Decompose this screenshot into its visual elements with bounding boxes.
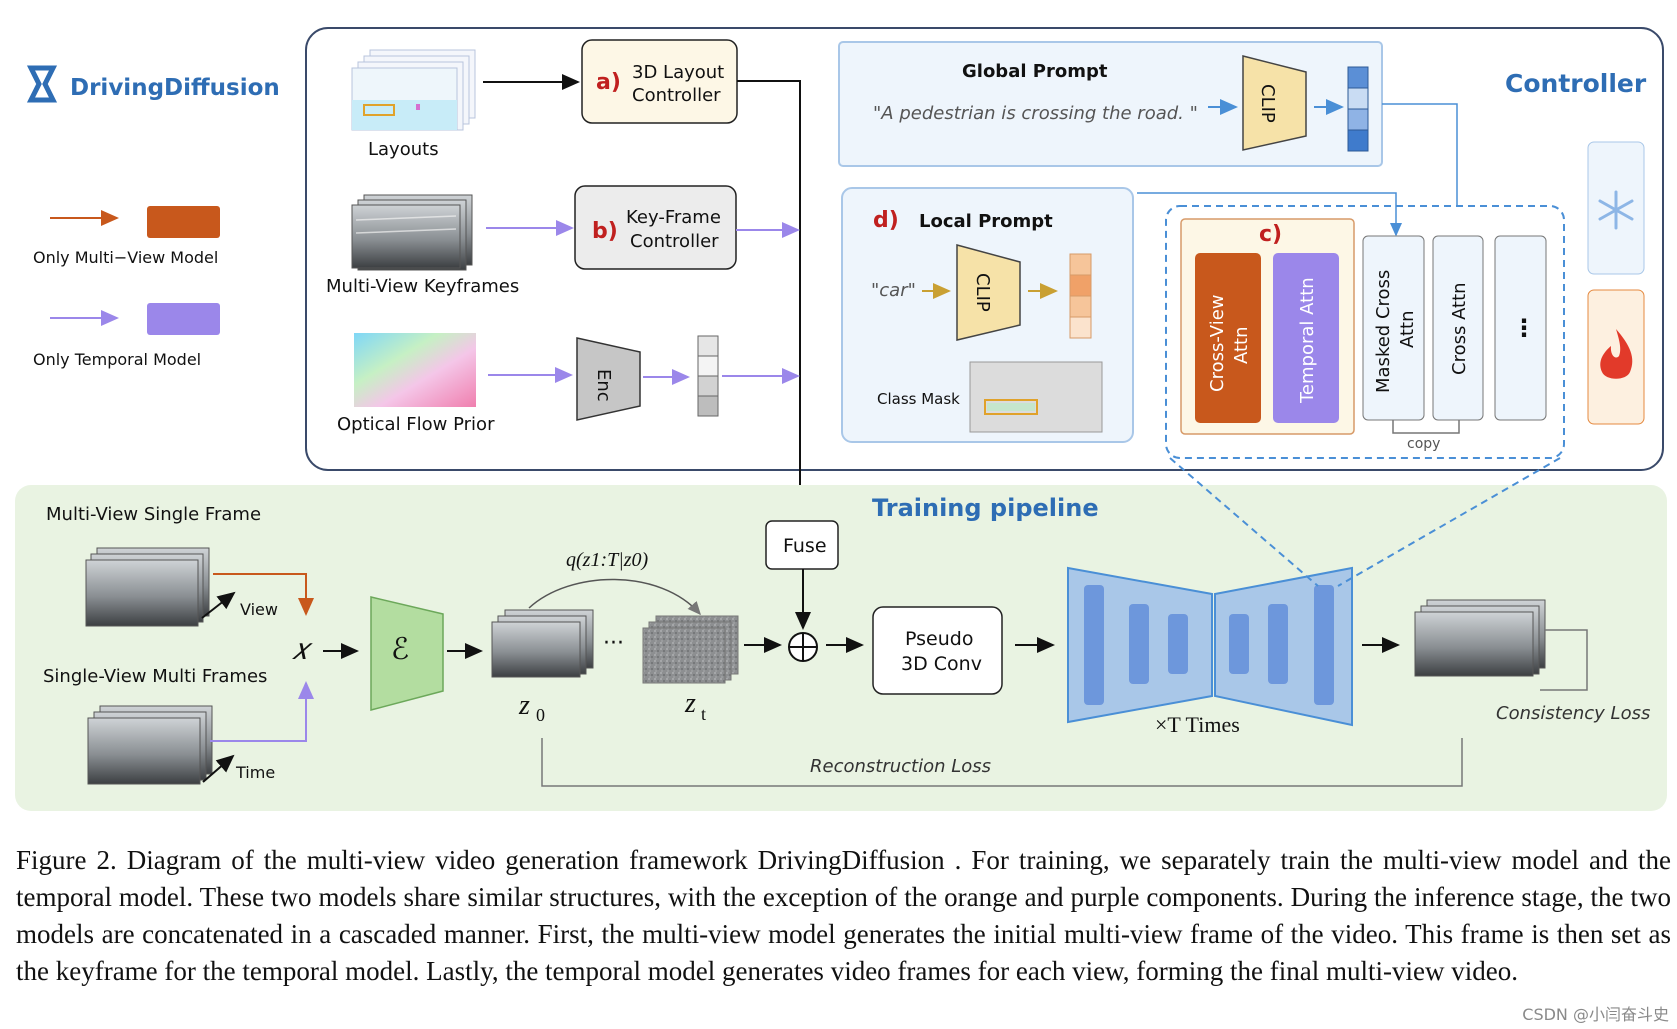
training-panel (15, 485, 1667, 811)
view-label: View (240, 600, 278, 619)
snowflake-icon (1598, 190, 1634, 230)
global-prompt-title: Global Prompt (962, 61, 1108, 82)
keyframes-image-stack (351, 194, 473, 271)
masked-cross-attn-line2: Attn (1397, 310, 1418, 348)
sv-multi-frames-label: Single-View Multi Frames (43, 666, 267, 687)
multi-view-legend-label: Only Multi−View Model (33, 248, 218, 267)
more-layers-block (1494, 235, 1547, 421)
logo-mark-icon (26, 65, 58, 103)
layouts-image-stack (351, 49, 476, 131)
zt-symbol: z (684, 688, 696, 719)
cross-attn-block (1432, 235, 1484, 421)
label-b: b) (592, 219, 618, 244)
layout-controller-line1: 3D Layout (632, 62, 724, 83)
keyframe-controller-line1: Key-Frame (626, 207, 721, 228)
sum-circle-icon (788, 632, 818, 662)
local-token-stack (1069, 253, 1092, 339)
brand-name: DrivingDiffusion (70, 75, 280, 101)
ellipsis: ··· (603, 631, 624, 656)
multi-view-swatch (147, 206, 220, 238)
fuse-label: Fuse (783, 535, 827, 557)
encoder-enc-block (576, 337, 641, 421)
global-prompt-text: "A pedestrian is crossing the road. " (873, 103, 1198, 124)
global-clip-label: CLIP (1257, 84, 1278, 123)
temporal-legend-label: Only Temporal Model (33, 350, 201, 369)
temporal-attn-block (1273, 253, 1339, 423)
masked-cross-attn-line1: Masked Cross (1373, 270, 1394, 393)
keyframe-controller-line2: Controller (630, 231, 719, 252)
global-token-stack (1347, 66, 1369, 152)
controller-title: Controller (1505, 69, 1647, 98)
local-prompt-text: "car" (871, 280, 916, 301)
global-clip-block (1242, 55, 1307, 151)
consistency-loss-label: Consistency Loss (1496, 703, 1650, 724)
temporal-swatch (147, 303, 220, 335)
trainable-indicator (1587, 289, 1645, 425)
mv-single-frame-stack (85, 547, 210, 627)
label-d: d) (873, 208, 899, 233)
framework-diagram: DrivingDiffusion Only Multi−View Model O… (15, 27, 1667, 811)
fire-icon (1600, 329, 1633, 379)
cross-attn-label: Cross Attn (1449, 282, 1470, 375)
zt-noise-stack (642, 615, 739, 684)
keyframes-label: Multi-View Keyframes (326, 276, 519, 297)
sv-multi-frames-stack (87, 705, 213, 785)
output-frames-stack (1414, 599, 1546, 677)
local-clip-label: CLIP (972, 273, 993, 312)
label-a: a) (596, 70, 621, 95)
enc-label: Enc (593, 369, 614, 402)
zt-subscript: t (701, 704, 706, 724)
optical-flow-label: Optical Flow Prior (337, 414, 495, 435)
unet-repeat-label: ×T Times (1155, 712, 1240, 737)
layout-controller-line2: Controller (632, 85, 721, 106)
cross-view-attn-line2: Attn (1231, 326, 1252, 364)
figure-caption: Figure 2. Diagram of the multi-view vide… (16, 845, 1671, 986)
reconstruction-loss-label: Reconstruction Loss (810, 756, 991, 777)
cross-view-attn-line1: Cross-View (1207, 295, 1228, 393)
keyframe-controller-box (574, 185, 737, 270)
z0-symbol: z (518, 690, 530, 721)
brand-logo: DrivingDiffusion (26, 65, 280, 103)
z0-image-stack (491, 609, 594, 678)
class-mask-label: Class Mask (877, 390, 960, 408)
mv-single-frame-label: Multi-View Single Frame (46, 504, 261, 525)
vae-encoder-block (370, 596, 444, 711)
local-clip-block (956, 244, 1021, 341)
x-input-symbol: 𝑥 (292, 633, 313, 666)
encoder-symbol: ℰ (391, 633, 409, 666)
label-c: c) (1259, 222, 1282, 247)
flow-token-stack (697, 335, 719, 417)
pseudo-3d-conv-box (872, 606, 1003, 695)
more-layers-dots: ⋮ (1512, 314, 1536, 342)
z0-subscript: 0 (536, 705, 545, 725)
training-title: Training pipeline (872, 494, 1099, 522)
layouts-label: Layouts (368, 139, 439, 160)
temporal-attn-label: Temporal Attn (1297, 277, 1318, 404)
optical-flow-image (354, 333, 476, 407)
time-label: Time (235, 763, 275, 782)
unet-block (1067, 566, 1353, 727)
local-prompt-title: Local Prompt (919, 211, 1053, 232)
copy-label: copy (1407, 436, 1440, 452)
forward-process-label: q(z1:T|z0) (566, 549, 649, 571)
pseudo-3d-conv-line1: Pseudo (905, 628, 973, 650)
class-mask-image (969, 361, 1103, 433)
cross-view-attn-block (1195, 253, 1261, 423)
pseudo-3d-conv-line2: 3D Conv (901, 653, 982, 675)
watermark: CSDN @小闫奋斗史 (1522, 1005, 1669, 1024)
